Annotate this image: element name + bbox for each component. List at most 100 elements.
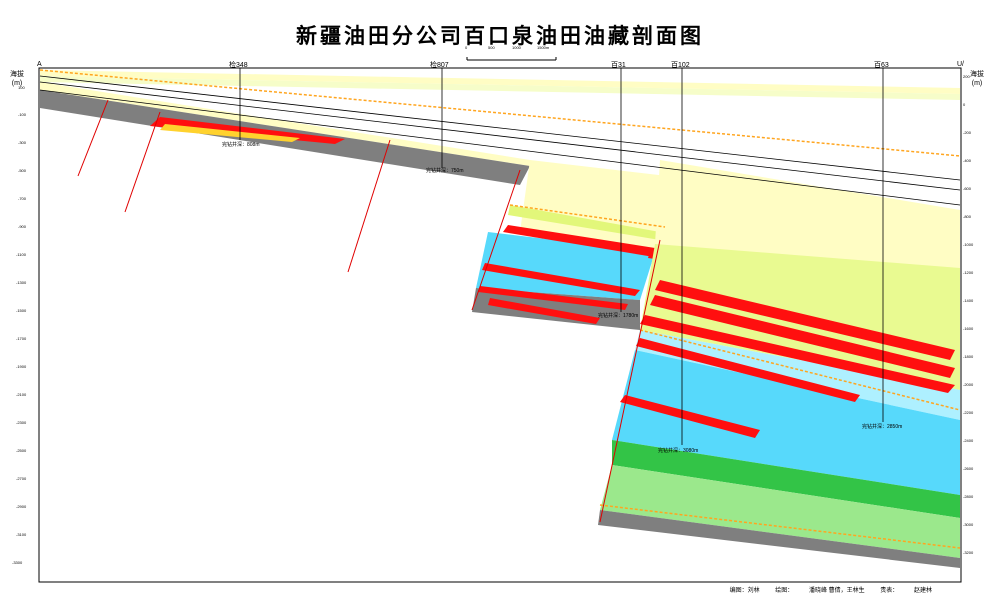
- right-tick: -2000: [963, 382, 974, 387]
- well-label-1: 检348: [229, 62, 248, 69]
- oil-mid-2: [482, 263, 640, 296]
- left-tick: -2700: [16, 476, 27, 481]
- oil-mid-3: [478, 286, 628, 310]
- layer-light-yellow-green: [40, 76, 960, 100]
- scale-bar: [466, 57, 557, 61]
- fault-5: [599, 239, 661, 523]
- credits: 编图：刘林 绘图： 潘晓峰 曹倩，王林生 责表： 赵建林: [730, 585, 946, 594]
- right-tick: -2400: [963, 438, 974, 443]
- left-tick: -1700: [16, 336, 27, 341]
- left-tick: -3100: [16, 532, 27, 537]
- layer-light-cyan-right: [635, 330, 960, 420]
- horizon-1: [39, 75, 961, 181]
- scale-label-0: 0: [465, 45, 468, 50]
- td-note-3: 完钻井深：1780m: [598, 313, 639, 319]
- faults: [77, 99, 661, 523]
- horizon-2: [39, 81, 961, 191]
- layer-pale-yellow: [40, 82, 530, 166]
- right-axis-label-line-1: 海拔: [970, 71, 984, 78]
- block-left: [40, 70, 960, 185]
- right-tick: -1600: [963, 326, 974, 331]
- left-tick: -1300: [16, 280, 27, 285]
- unconformities: [39, 69, 961, 549]
- td-note-4: 完钻井深：3080m: [658, 448, 699, 454]
- right-tick: -800: [963, 214, 972, 219]
- right-tick: -1400: [963, 298, 974, 303]
- left-tick: -1500: [16, 308, 27, 313]
- oil-right-5: [620, 395, 760, 438]
- unconformity-2: [509, 204, 666, 228]
- credit-responsible-name: 赵建林: [913, 588, 932, 594]
- scale-label-2: 1000: [512, 45, 521, 50]
- section-end-right: U/: [957, 61, 964, 68]
- credit-compiler: 编图：刘林: [729, 588, 760, 594]
- left-axis-label: 海拔 (m): [8, 70, 26, 88]
- horizon-lines: [39, 75, 961, 206]
- block-right: [598, 160, 960, 568]
- right-tick: -2600: [963, 466, 974, 471]
- horizon-3: [39, 89, 961, 206]
- right-tick: -1000: [963, 242, 974, 247]
- right-axis-label: 海拔 (m): [966, 70, 988, 88]
- left-axis-label-line-1: 海拔: [10, 71, 24, 78]
- left-tick: -900: [18, 224, 27, 229]
- section-end-left: A: [37, 61, 42, 68]
- left-tick: -100: [18, 112, 27, 117]
- oil-right-4: [636, 338, 860, 402]
- layer-pale-yellow-top: [40, 70, 960, 94]
- td-note-5: 完钻井深：2850m: [862, 424, 903, 430]
- well-tracks: [239, 68, 884, 445]
- scale-label-3: 1500m: [537, 45, 550, 50]
- right-tick: -3000: [963, 522, 974, 527]
- scale-label-1: 500: [488, 45, 495, 50]
- unconformity-1: [39, 69, 961, 157]
- oil-body-2: [160, 124, 300, 142]
- right-tick: 0: [963, 102, 966, 107]
- left-tick: -700: [18, 196, 27, 201]
- right-tick: 200: [963, 74, 970, 79]
- fault-3: [347, 139, 391, 273]
- right-tick: -200: [963, 130, 972, 135]
- right-tick: -1800: [963, 354, 974, 359]
- well-label-4: 百102: [671, 62, 690, 69]
- td-note-2: 完钻井深：750m: [426, 168, 464, 174]
- layer-light-green-right: [600, 465, 960, 558]
- oil-right-3: [640, 315, 955, 393]
- left-tick: -500: [18, 168, 27, 173]
- left-tick: -300: [18, 140, 27, 145]
- left-tick: -2300: [16, 420, 27, 425]
- oil-body-1: [150, 117, 345, 144]
- left-tick: -1900: [16, 364, 27, 369]
- well-label-3: 百31: [611, 62, 626, 69]
- credit-responsible: 责表：: [880, 588, 899, 594]
- credit-drafting: 绘图：: [775, 588, 794, 594]
- layer-pale-yellow-right-top: [655, 160, 960, 268]
- right-tick: -2200: [963, 410, 974, 415]
- left-tick: -2500: [16, 448, 27, 453]
- frame: [38, 67, 962, 583]
- basement-right: [598, 510, 960, 568]
- well-label-5: 百63: [874, 62, 889, 69]
- right-tick: -400: [963, 158, 972, 163]
- left-axis-label-line-2: (m): [11, 80, 23, 87]
- well-label-2: 检807: [430, 62, 449, 69]
- layer-green-right: [612, 440, 960, 518]
- left-tick: -2900: [16, 504, 27, 509]
- fault-1: [77, 99, 109, 177]
- unconformity-4: [599, 504, 961, 549]
- right-tick: -1200: [963, 270, 974, 275]
- layer-cyan-right: [612, 350, 960, 495]
- oil-right-2: [650, 295, 955, 378]
- left-tick: 100: [18, 85, 25, 90]
- right-tick: -2800: [963, 494, 974, 499]
- figure-title: 新疆油田分公司百口泉油田油藏剖面图: [296, 23, 704, 48]
- layer-yellow-green-mid: [508, 205, 660, 240]
- oil-right-1: [655, 280, 955, 360]
- right-axis-label-line-2: (m): [971, 80, 983, 87]
- fault-2: [124, 111, 161, 213]
- right-tick: -3200: [963, 550, 974, 555]
- credit-drafters: 潘晓峰 曹倩，王林生: [808, 588, 865, 594]
- oil-mid-4: [488, 298, 600, 324]
